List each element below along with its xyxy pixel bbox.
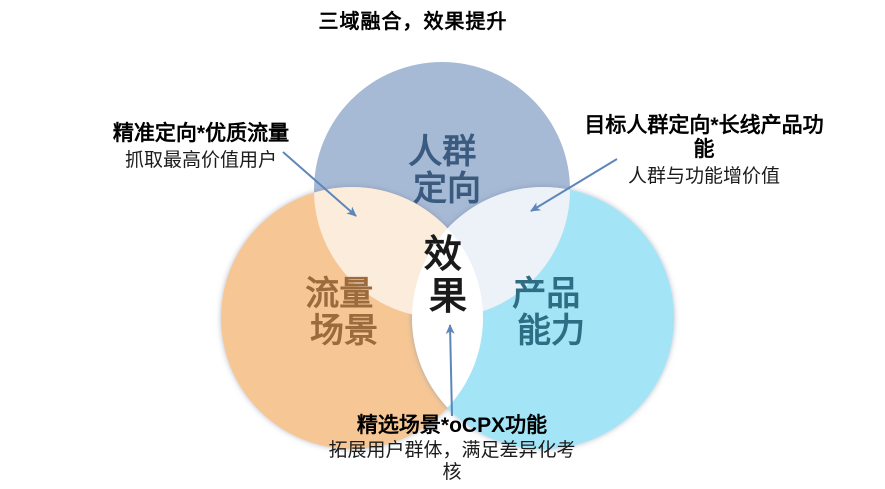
page-title: 三域融合，效果提升 [318, 11, 508, 33]
venn-label-center-effect: 效 果 [424, 234, 473, 318]
venn-label-audience: 人群 定向 [408, 133, 485, 208]
callout-left: 精准定向*优质流量 抓取最高价值用户 [56, 122, 346, 172]
overlap-audience-traffic [314, 187, 483, 318]
arrow-bottom-callout [445, 324, 455, 417]
callout-left-headline: 精准定向*优质流量 [112, 122, 290, 145]
callout-right: 目标人群定向*长线产品功能 人群与功能增价值 [579, 114, 829, 188]
venn-label-product: 产品 能力 [512, 275, 589, 350]
callout-bottom: 精选场景*oCPX功能 拓展用户群体，满足差异化考核 [312, 414, 592, 484]
overlap-audience-product [412, 187, 570, 318]
arrow-left-callout [282, 151, 357, 217]
venn-label-traffic: 流量 场景 [305, 275, 382, 350]
callout-bottom-detail: 拓展用户群体，满足差异化考核 [328, 440, 576, 483]
callout-right-detail: 人群与功能增价值 [627, 166, 780, 188]
arrow-right-callout [530, 158, 618, 212]
callout-right-headline: 目标人群定向*长线产品功能 [584, 114, 824, 162]
callout-left-detail: 抓取最高价值用户 [124, 150, 277, 172]
callout-bottom-headline: 精选场景*oCPX功能 [356, 414, 548, 437]
